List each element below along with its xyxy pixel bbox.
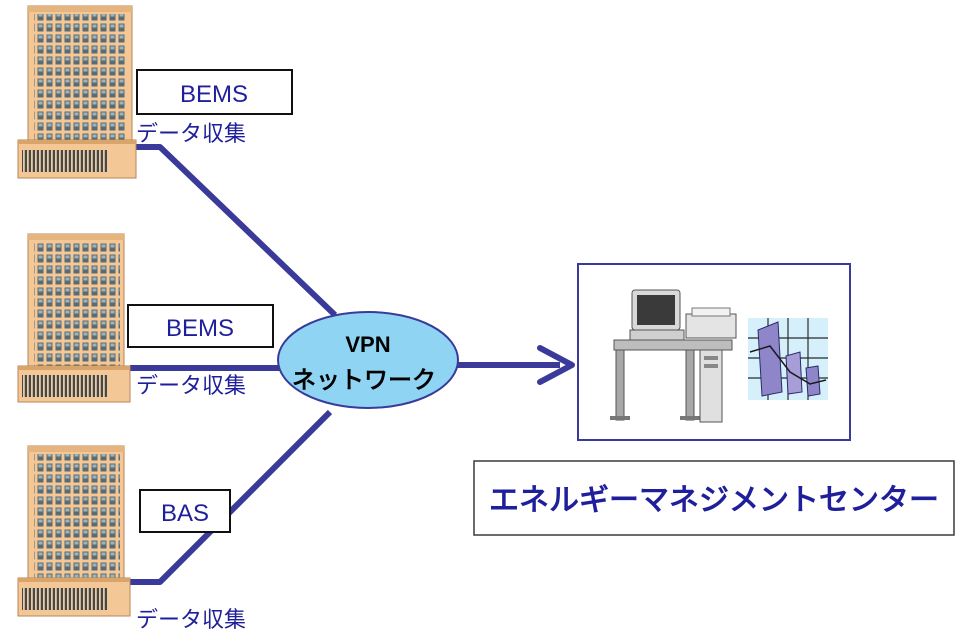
system-label: BAS: [161, 500, 209, 527]
office-building-icon: [17, 445, 131, 617]
center-title-box: [473, 460, 955, 536]
data-collection-label: データ収集: [136, 373, 246, 398]
system-label-box: [139, 489, 231, 533]
link-building-1: [118, 144, 338, 318]
system-label-box: [136, 69, 293, 115]
office-building-icon: [17, 5, 137, 179]
system-label: BEMS: [166, 315, 234, 342]
computer-workstation-icon: [610, 289, 737, 423]
vpn-label: VPN: [345, 332, 390, 357]
link-building-3: [118, 409, 333, 585]
building-1: BEMS データ収集: [17, 5, 293, 179]
building-3: BAS データ収集: [17, 445, 246, 632]
arrowhead-icon: [537, 345, 575, 385]
data-collection-label: データ収集: [136, 121, 246, 146]
building-chart-icon: [748, 318, 828, 400]
vpn-network-cloud: VPN ネットワーク: [277, 311, 459, 409]
building-2: BEMS データ収集: [17, 233, 274, 403]
system-label: BEMS: [180, 81, 248, 108]
center-title: エネルギーマネジメントセンター: [489, 484, 939, 517]
center-title-group: エネルギーマネジメントセンター: [473, 460, 955, 536]
office-building-icon: [17, 233, 131, 403]
system-label-box: [127, 304, 274, 348]
network-label: ネットワーク: [292, 367, 436, 394]
management-center: [577, 263, 851, 441]
data-collection-label: データ収集: [136, 607, 246, 632]
